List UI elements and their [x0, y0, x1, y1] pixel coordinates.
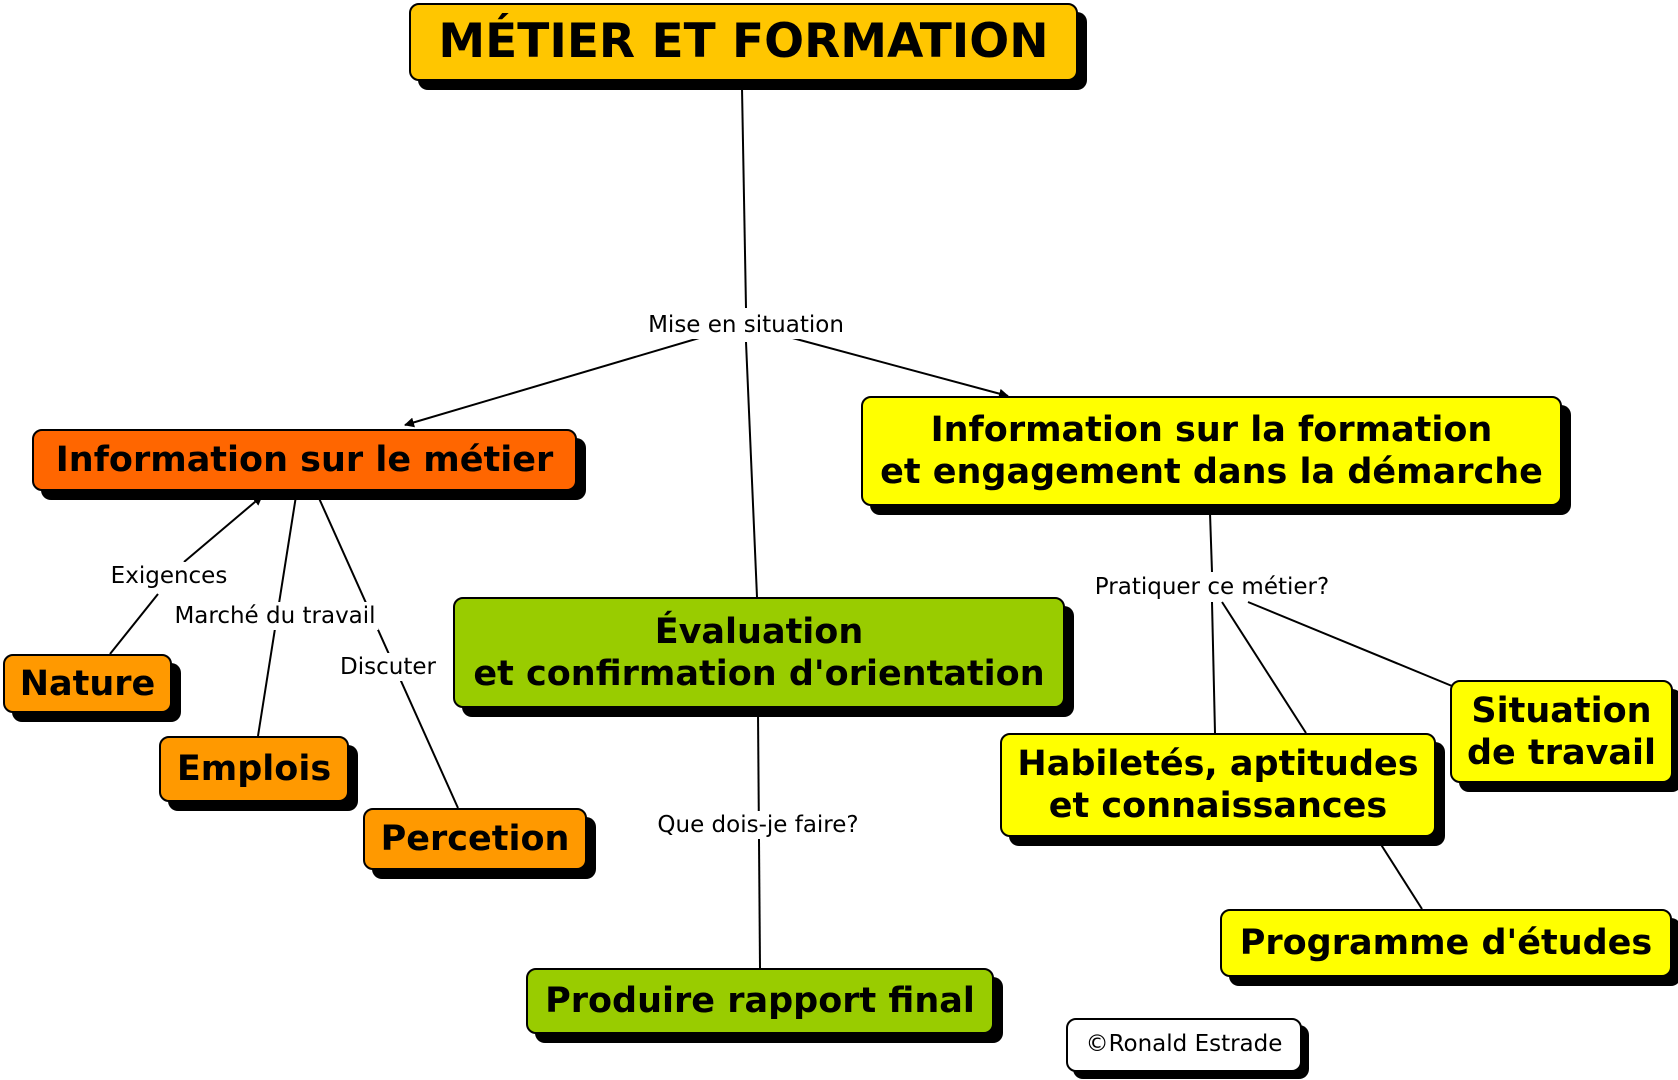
node-nature: Nature — [3, 654, 172, 713]
node-emplois: Emplois — [159, 736, 349, 802]
edge-label-mise-en-situation: Mise en situation — [645, 311, 847, 339]
edge-label-que-dois-je-faire: Que dois-je faire? — [654, 811, 862, 839]
node-programme: Programme d'études — [1220, 909, 1672, 977]
edge-info-metier-to-percetion — [317, 495, 459, 809]
node-info-formation: Information sur la formation et engageme… — [861, 396, 1562, 506]
edge-nature-to-exigences — [109, 593, 159, 655]
edge-info-formation-to-pratiquer — [1209, 512, 1213, 573]
node-evaluation: Évaluation et confirmation d'orientation — [453, 597, 1065, 708]
edge-mise-to-info-metier — [404, 335, 707, 428]
node-info-metier: Information sur le métier — [32, 429, 577, 491]
node-habiletes: Habiletés, aptitudes et connaissances — [1000, 733, 1436, 837]
node-root: MÉTIER ET FORMATION — [409, 3, 1078, 81]
edge-mise-to-evaluation — [745, 341, 758, 598]
edge-label-exigences: Exigences — [107, 562, 231, 590]
credit-badge: ©Ronald Estrade — [1066, 1018, 1302, 1072]
edge-pratiquer-to-habiletes-b — [1221, 601, 1307, 734]
node-percetion: Percetion — [363, 808, 587, 870]
edge-label-marche-du-travail: Marché du travail — [171, 602, 379, 630]
edge-pratiquer-to-situation — [1247, 601, 1453, 687]
edge-pratiquer-to-habiletes-a — [1211, 601, 1216, 734]
edge-root-to-mise — [741, 87, 747, 309]
edge-exigences-to-info-metier — [183, 495, 263, 563]
edge-evaluation-to-rapport — [757, 712, 761, 969]
edge-mise-to-info-formation — [784, 335, 1009, 399]
edge-label-discuter: Discuter — [337, 653, 439, 681]
node-rapport: Produire rapport final — [526, 968, 994, 1034]
edge-label-pratiquer-ce-metier: Pratiquer ce métier? — [1091, 573, 1333, 601]
node-situation: Situation de travail — [1450, 680, 1673, 783]
edge-habiletes-to-programme — [1379, 842, 1423, 910]
